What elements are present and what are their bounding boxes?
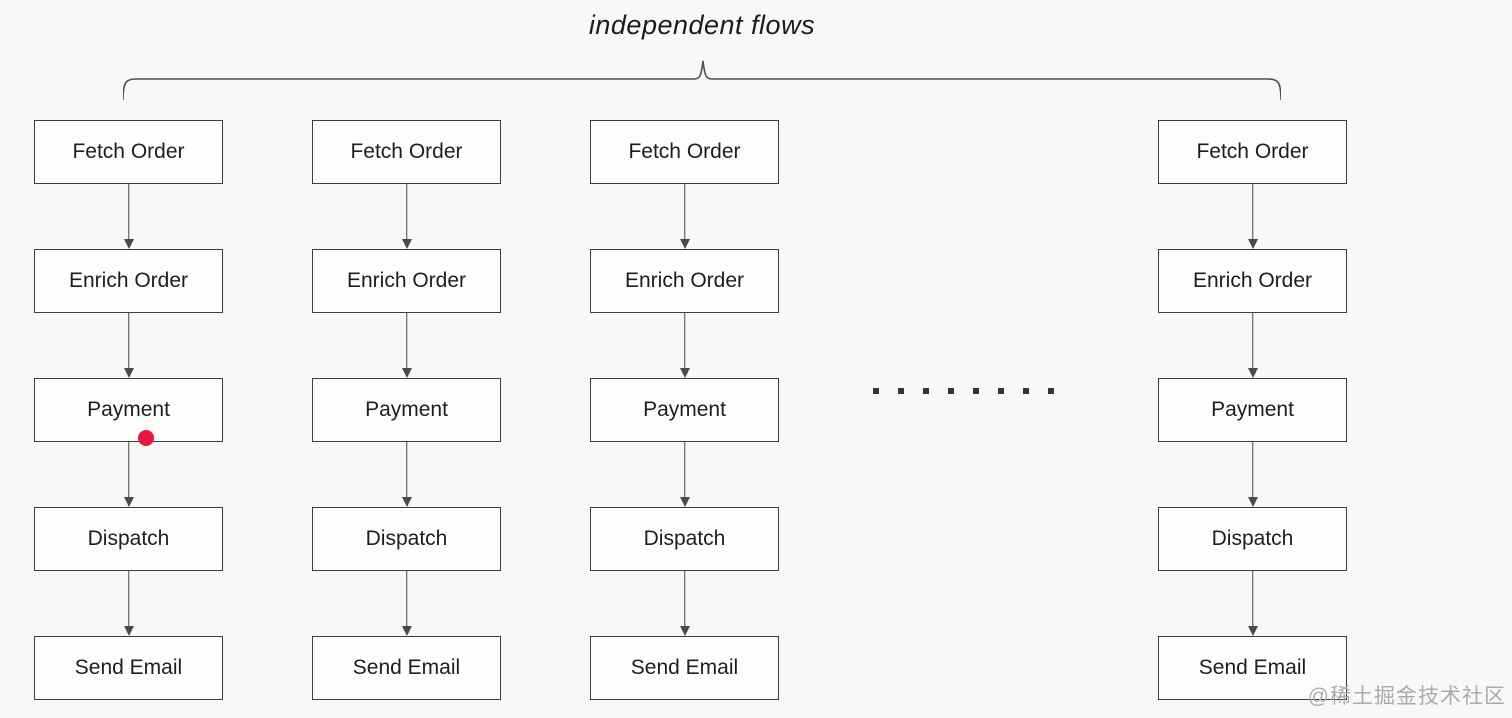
step-label: Fetch Order xyxy=(72,140,185,163)
step-payment: Payment xyxy=(34,378,223,446)
down-arrow xyxy=(1158,571,1347,636)
flow-column-1: Fetch Order Enrich Order Payment Dispatc… xyxy=(34,120,223,700)
step-label: Payment xyxy=(87,398,170,421)
more-flows-ellipsis xyxy=(873,388,1054,394)
step-label: Send Email xyxy=(352,656,461,679)
step-enrich-order: Enrich Order xyxy=(34,249,223,313)
down-arrow xyxy=(34,184,223,249)
step-dispatch: Dispatch xyxy=(312,507,501,571)
step-label: Enrich Order xyxy=(346,269,467,292)
step-payment: Payment xyxy=(1158,378,1347,442)
step-label: Payment xyxy=(365,398,448,421)
step-label: Enrich Order xyxy=(624,269,745,292)
step-dispatch: Dispatch xyxy=(1158,507,1347,571)
down-arrow xyxy=(1158,184,1347,249)
step-label: Fetch Order xyxy=(1196,140,1309,163)
step-label: Fetch Order xyxy=(628,140,741,163)
down-arrow xyxy=(312,571,501,636)
step-label: Send Email xyxy=(630,656,739,679)
down-arrow xyxy=(34,313,223,378)
step-label: Fetch Order xyxy=(350,140,463,163)
ellipsis-dot xyxy=(1048,388,1054,394)
step-label: Dispatch xyxy=(87,527,170,550)
ellipsis-dot xyxy=(973,388,979,394)
flow-column-3: Fetch Order Enrich Order Payment Dispatc… xyxy=(590,120,779,700)
step-send-email: Send Email xyxy=(312,636,501,700)
diagram-title: independent flows xyxy=(588,10,816,40)
down-arrow xyxy=(34,442,223,507)
step-fetch-order: Fetch Order xyxy=(34,120,223,184)
step-dispatch: Dispatch xyxy=(34,507,223,571)
step-label: Payment xyxy=(643,398,726,421)
ellipsis-dot xyxy=(898,388,904,394)
step-fetch-order: Fetch Order xyxy=(590,120,779,184)
step-dispatch: Dispatch xyxy=(590,507,779,571)
ellipsis-dot xyxy=(1023,388,1029,394)
step-label: Enrich Order xyxy=(68,269,189,292)
down-arrow xyxy=(312,442,501,507)
down-arrow xyxy=(34,571,223,636)
down-arrow xyxy=(590,184,779,249)
step-enrich-order: Enrich Order xyxy=(312,249,501,313)
ellipsis-dot xyxy=(923,388,929,394)
down-arrow xyxy=(1158,313,1347,378)
down-arrow xyxy=(312,184,501,249)
step-enrich-order: Enrich Order xyxy=(590,249,779,313)
step-label: Dispatch xyxy=(365,527,448,550)
down-arrow xyxy=(590,571,779,636)
flow-column-4: Fetch Order Enrich Order Payment Dispatc… xyxy=(1158,120,1347,700)
step-label: Send Email xyxy=(74,656,183,679)
down-arrow xyxy=(1158,442,1347,507)
step-send-email: Send Email xyxy=(1158,636,1347,700)
step-enrich-order: Enrich Order xyxy=(1158,249,1347,313)
step-label: Dispatch xyxy=(1211,527,1294,550)
down-arrow xyxy=(312,313,501,378)
step-fetch-order: Fetch Order xyxy=(1158,120,1347,184)
down-arrow xyxy=(590,313,779,378)
step-label: Dispatch xyxy=(643,527,726,550)
ellipsis-dot xyxy=(998,388,1004,394)
ellipsis-dot xyxy=(948,388,954,394)
payment-marker-dot xyxy=(138,430,154,446)
ellipsis-dot xyxy=(873,388,879,394)
step-label: Payment xyxy=(1211,398,1294,421)
watermark: @稀土掘金技术社区 xyxy=(1307,685,1506,708)
down-arrow xyxy=(590,442,779,507)
step-fetch-order: Fetch Order xyxy=(312,120,501,184)
step-payment: Payment xyxy=(590,378,779,442)
step-send-email: Send Email xyxy=(590,636,779,700)
brace-independent-flows xyxy=(123,60,1281,101)
step-send-email: Send Email xyxy=(34,636,223,700)
flow-column-2: Fetch Order Enrich Order Payment Dispatc… xyxy=(312,120,501,700)
step-label: Send Email xyxy=(1198,656,1307,679)
step-payment: Payment xyxy=(312,378,501,442)
step-label: Enrich Order xyxy=(1192,269,1313,292)
